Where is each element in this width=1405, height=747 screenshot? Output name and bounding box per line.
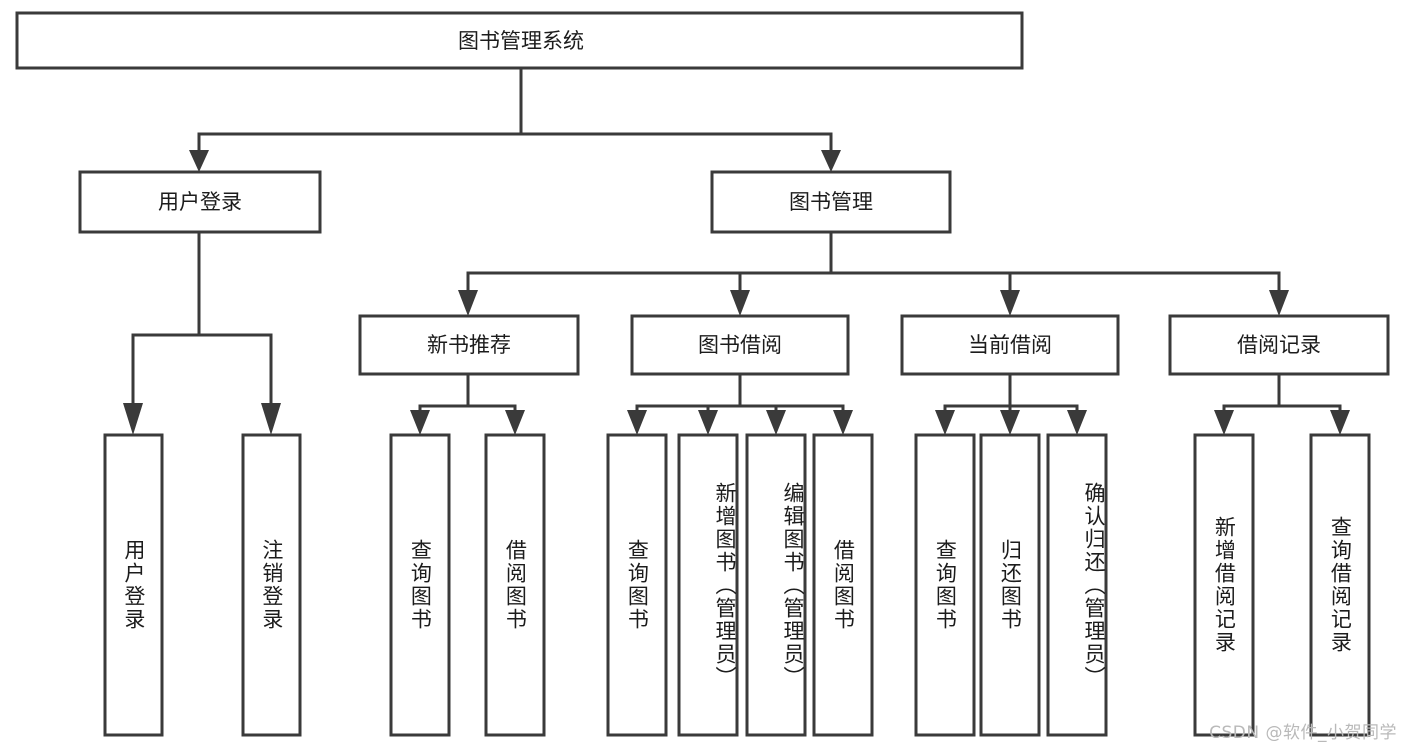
node-leaf-edit-book-admin[interactable] xyxy=(745,433,807,737)
watermark-text: CSDN @软件_小贺同学 xyxy=(1209,723,1397,743)
node-root[interactable] xyxy=(15,11,1024,70)
arrow-to-book-management xyxy=(821,150,841,172)
arrow-to-leaf-borrow-book-1 xyxy=(505,410,525,435)
node-borrow-record-label: 借阅记录 xyxy=(1237,333,1321,357)
node-leaf-return-book[interactable] xyxy=(979,433,1041,737)
node-root-label: 图书管理系统 xyxy=(458,29,584,53)
node-leaf-borrow-book-2[interactable] xyxy=(812,433,874,737)
arrow-to-borrow-record xyxy=(1269,290,1289,316)
arrow-to-current-borrow xyxy=(1000,290,1020,316)
node-new-book-recommend-label: 新书推荐 xyxy=(427,333,511,357)
edge-group xyxy=(123,66,1350,435)
node-leaf-add-book-admin[interactable] xyxy=(677,433,739,737)
node-leaf-query-book-1[interactable] xyxy=(389,433,451,737)
arrow-to-leaf-query-book-3 xyxy=(935,410,955,435)
node-book-management[interactable] xyxy=(710,170,952,234)
node-leaf-user-login[interactable] xyxy=(103,433,164,737)
node-leaf-add-borrow-record[interactable] xyxy=(1193,433,1255,737)
node-leaf-borrow-book-1[interactable] xyxy=(484,433,546,737)
node-leaf-query-book-2[interactable] xyxy=(606,433,668,737)
arrow-to-leaf-add-book-admin xyxy=(698,410,718,435)
node-current-borrow[interactable] xyxy=(900,314,1120,376)
arrow-to-leaf-edit-book-admin xyxy=(766,410,786,435)
node-leaf-query-book-3[interactable] xyxy=(914,433,976,737)
node-borrow-record[interactable] xyxy=(1168,314,1390,376)
arrow-to-leaf-confirm-return-admin xyxy=(1067,410,1087,435)
arrow-to-leaf-user-login xyxy=(123,403,143,435)
arrow-to-new-book-recommend xyxy=(458,290,478,316)
node-group: 图书管理系统 用户登录 图书管理 新书推荐 图书借阅 当前借阅 借阅记录 xyxy=(15,11,1390,737)
node-book-borrow[interactable] xyxy=(630,314,850,376)
node-book-borrow-label: 图书借阅 xyxy=(698,333,782,357)
node-new-book-recommend[interactable] xyxy=(358,314,580,376)
arrow-to-leaf-query-book-1 xyxy=(410,410,430,435)
node-leaf-logout-login[interactable] xyxy=(241,433,302,737)
node-leaf-query-borrow-record[interactable] xyxy=(1309,433,1371,737)
node-current-borrow-label: 当前借阅 xyxy=(968,333,1052,357)
node-leaf-confirm-return-admin[interactable] xyxy=(1046,433,1108,737)
arrow-to-leaf-query-book-2 xyxy=(627,410,647,435)
arrow-to-leaf-return-book xyxy=(1000,410,1020,435)
arrow-to-leaf-logout-login xyxy=(261,403,281,435)
arrow-to-user-login xyxy=(189,150,209,172)
arrow-to-leaf-query-borrow-record xyxy=(1330,410,1350,435)
arrow-to-leaf-add-borrow-record xyxy=(1214,410,1234,435)
node-user-login-label: 用户登录 xyxy=(158,190,242,214)
arrow-to-leaf-borrow-book-2 xyxy=(833,410,853,435)
node-book-management-label: 图书管理 xyxy=(789,190,873,214)
arrow-to-book-borrow xyxy=(730,290,750,316)
node-user-login[interactable] xyxy=(78,170,322,234)
